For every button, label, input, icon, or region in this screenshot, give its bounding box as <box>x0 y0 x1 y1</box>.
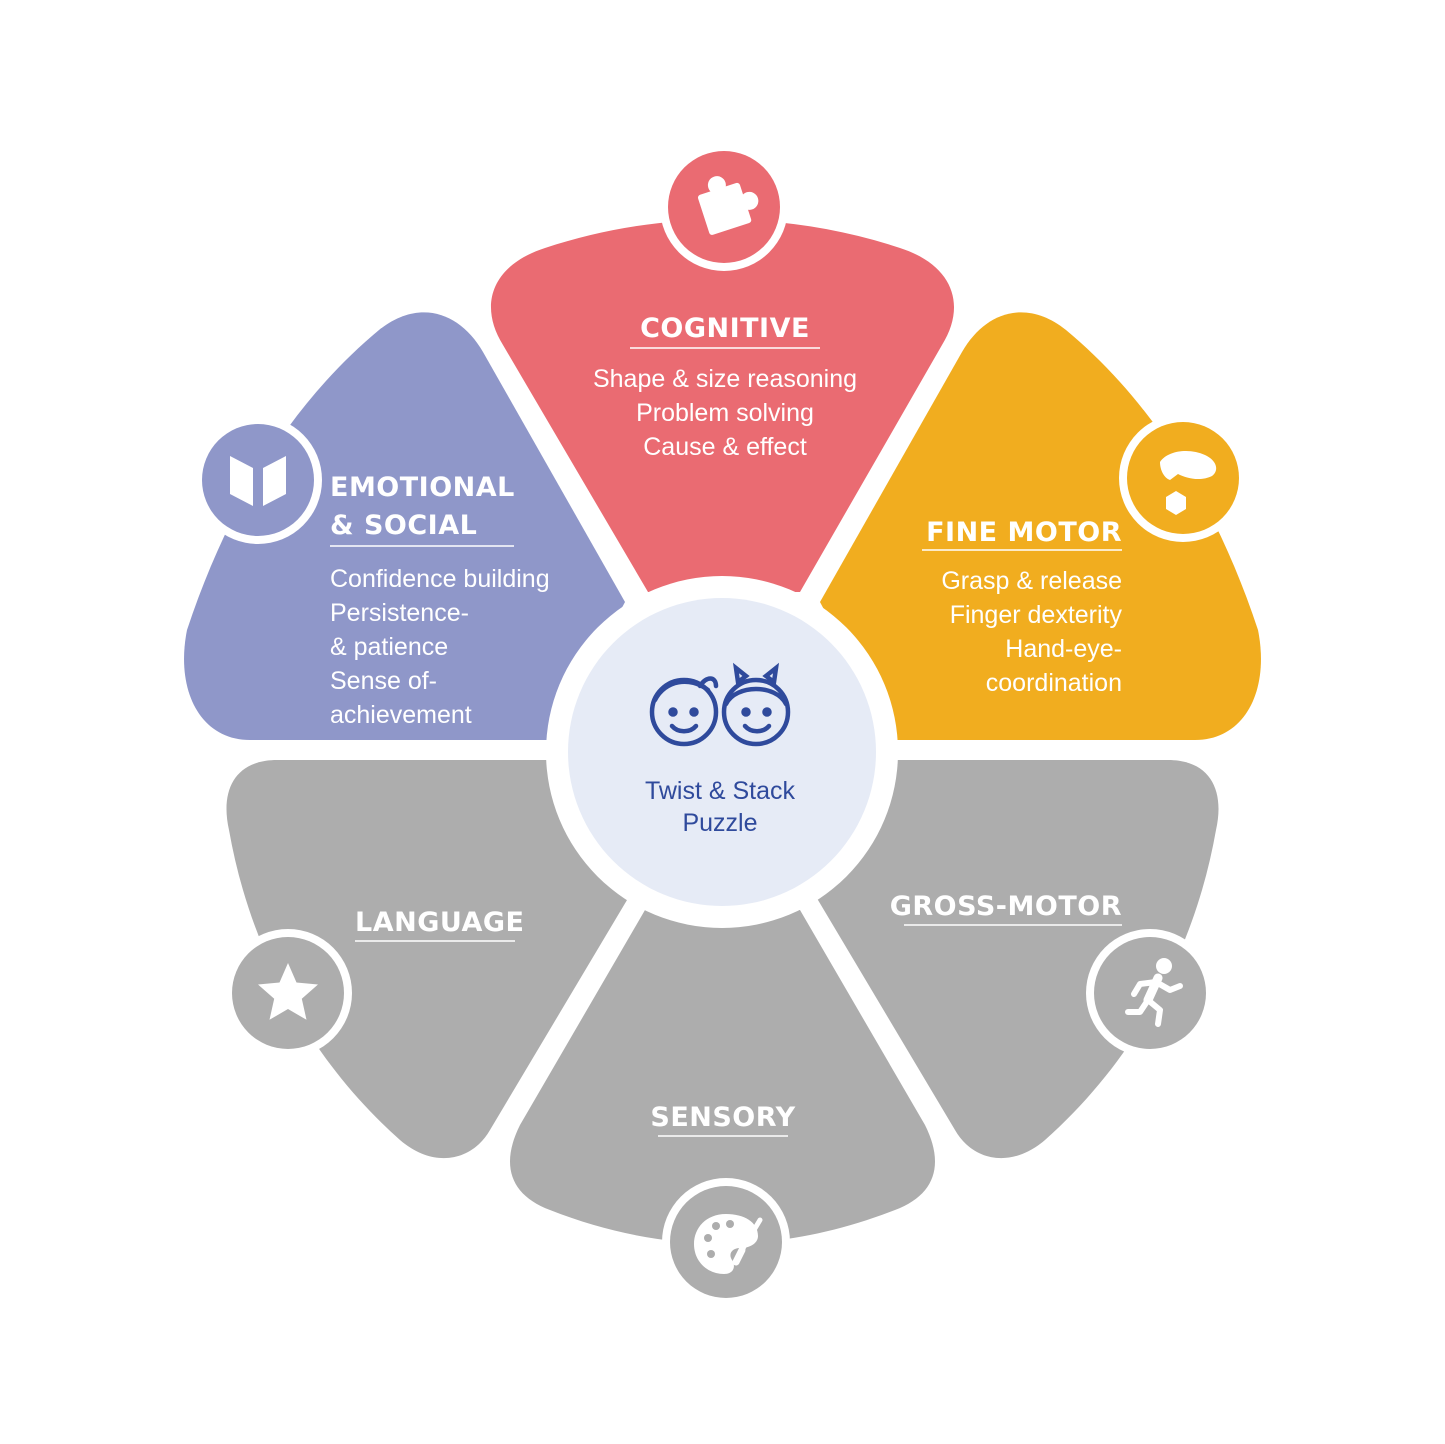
petal-emotional-social <box>184 312 625 740</box>
center-label-line2: Puzzle <box>682 809 757 837</box>
emotional-title-line2: & SOCIAL <box>330 510 477 541</box>
center-label-line1: Twist & Stack <box>645 777 796 805</box>
gross-motor-badge <box>1086 929 1214 1057</box>
fine-motor-line-2: Finger dexterity <box>950 601 1123 629</box>
fine-motor-title: FINE MOTOR <box>926 517 1122 548</box>
open-book-icon <box>230 456 286 506</box>
cognitive-title: COGNITIVE <box>640 313 810 344</box>
emotional-line-2: Persistence- <box>330 599 469 627</box>
cognitive-line-1: Shape & size reasoning <box>593 365 857 393</box>
emotional-line-4: Sense of- <box>330 667 437 695</box>
center-hub <box>568 598 876 906</box>
cognitive-line-3: Cause & effect <box>643 433 807 461</box>
fine-motor-line-4: coordination <box>986 669 1122 697</box>
running-person-icon <box>1125 958 1183 1027</box>
petal-language <box>226 760 630 1159</box>
emotional-badge <box>194 416 322 544</box>
language-badge <box>224 929 352 1057</box>
kids-faces-icon <box>649 662 791 747</box>
emotional-line-3: & patience <box>330 633 448 661</box>
emotional-line-5: achievement <box>330 701 472 729</box>
cognitive-line-2: Problem solving <box>636 399 814 427</box>
language-title: LANGUAGE <box>355 907 524 938</box>
puzzle-piece-icon <box>697 176 759 235</box>
fine-motor-badge <box>1119 414 1247 542</box>
emotional-line-1: Confidence building <box>330 565 550 593</box>
hand-grab-block-icon <box>1160 450 1217 515</box>
petal-fine-motor <box>820 312 1261 740</box>
cognitive-badge <box>660 143 788 271</box>
fine-motor-line-3: Hand-eye- <box>1005 635 1122 663</box>
petal-cognitive <box>490 219 955 592</box>
emotional-title-line1: EMOTIONAL <box>330 472 515 503</box>
gross-motor-title: GROSS-MOTOR <box>890 891 1122 922</box>
petal-gross-motor <box>815 760 1219 1159</box>
fine-motor-line-1: Grasp & release <box>941 567 1122 595</box>
paint-palette-icon <box>694 1214 763 1274</box>
star-icon <box>258 963 318 1020</box>
petal-sensory <box>510 910 935 1244</box>
sensory-title: SENSORY <box>650 1102 795 1133</box>
sensory-badge <box>662 1178 790 1306</box>
